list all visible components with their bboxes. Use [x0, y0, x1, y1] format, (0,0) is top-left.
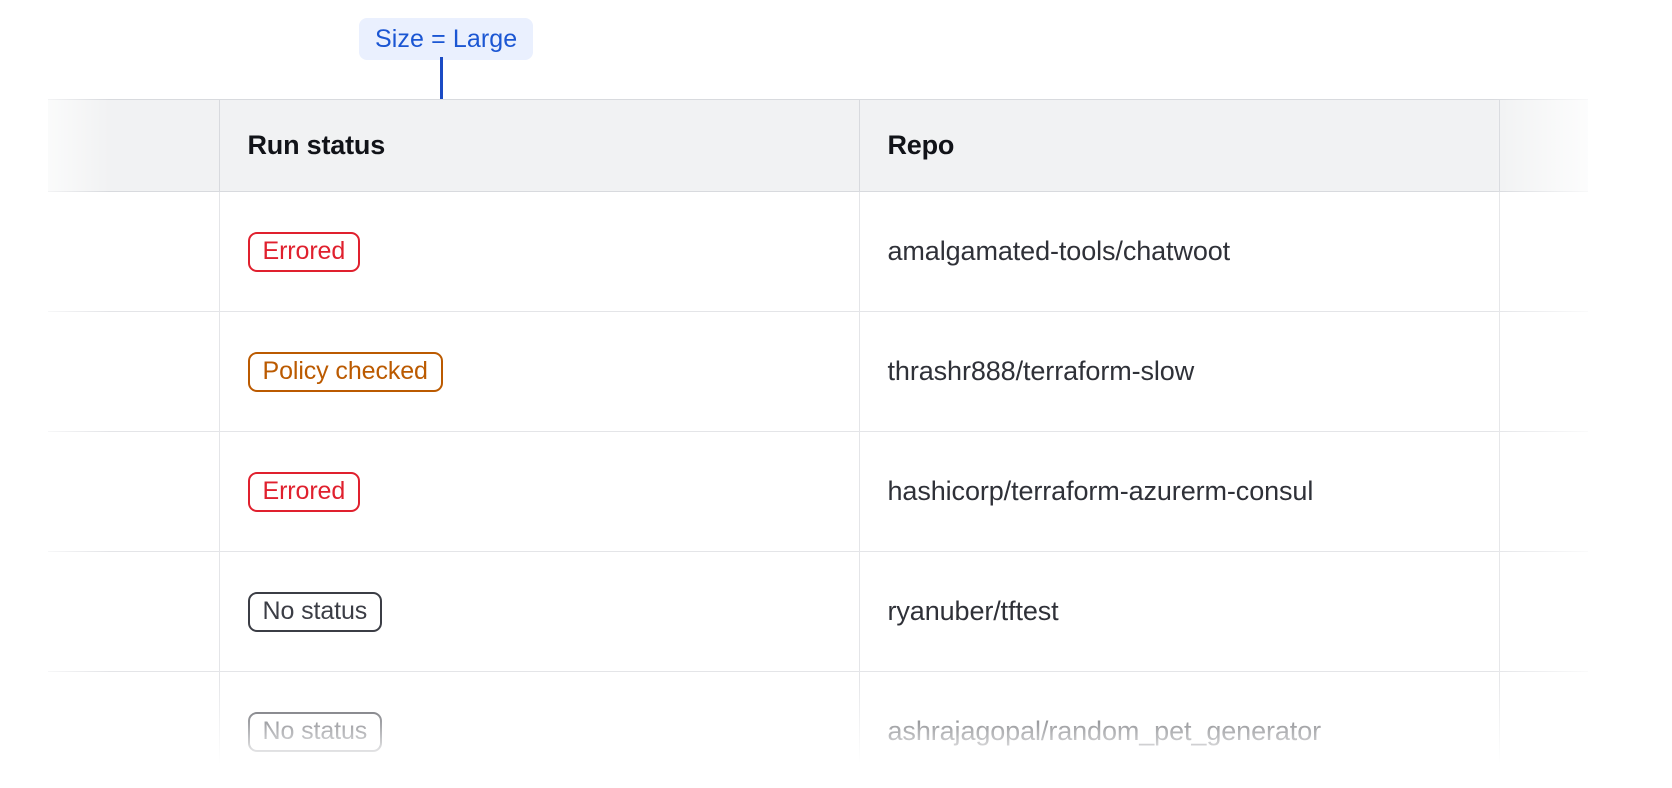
cell-run-status: Errored — [219, 431, 860, 552]
table-row[interactable]: No status ashrajagopal/random_pet_generat… — [48, 671, 1588, 788]
table-header-row: Run status Repo — [48, 99, 1588, 192]
column-header-repo[interactable]: Repo — [859, 99, 1500, 192]
column-header-run-status[interactable]: Run status — [219, 99, 860, 192]
runs-table-container: Run status Repo Errored amalgamated-tools… — [0, 99, 1672, 788]
cell-spacer-left — [48, 671, 220, 788]
cell-spacer-left — [48, 191, 220, 312]
cell-repo: ashrajagopal/random_pet_generator — [859, 671, 1500, 788]
size-annotation-badge: Size = Large — [359, 18, 534, 60]
status-badge: Errored — [247, 471, 361, 512]
cell-spacer-left — [48, 431, 220, 552]
cell-spacer-right — [1499, 311, 1588, 432]
table-row[interactable]: No status ryanuber/tftest — [48, 551, 1588, 672]
cell-run-status: Policy checked — [219, 311, 860, 432]
cell-spacer-right — [1499, 191, 1588, 312]
cell-repo: thrashr888/terraform-slow — [859, 311, 1500, 432]
cell-repo: ryanuber/tftest — [859, 551, 1500, 672]
runs-table: Run status Repo Errored amalgamated-tools… — [48, 99, 1588, 788]
cell-run-status: Errored — [219, 191, 860, 312]
cell-spacer-left — [48, 551, 220, 672]
cell-spacer-right — [1499, 671, 1588, 788]
cell-repo: amalgamated-tools/chatwoot — [859, 191, 1500, 312]
column-header-spacer-left — [48, 99, 220, 192]
cell-repo: hashicorp/terraform-azurerm-consul — [859, 431, 1500, 552]
status-badge: No status — [247, 711, 383, 752]
runs-table-head: Run status Repo — [48, 99, 1588, 192]
cell-spacer-right — [1499, 551, 1588, 672]
table-row[interactable]: Errored hashicorp/terraform-azurerm-consu… — [48, 431, 1588, 552]
size-annotation-label: Size = Large — [375, 24, 518, 53]
table-row[interactable]: Errored amalgamated-tools/chatwoot — [48, 191, 1588, 312]
cell-spacer-left — [48, 311, 220, 432]
cell-spacer-right — [1499, 431, 1588, 552]
column-header-spacer-right — [1499, 99, 1588, 192]
table-row[interactable]: Policy checked thrashr888/terraform-slow — [48, 311, 1588, 432]
status-badge: No status — [247, 591, 383, 632]
cell-run-status: No status — [219, 671, 860, 788]
cell-run-status: No status — [219, 551, 860, 672]
status-badge: Policy checked — [247, 351, 443, 392]
status-badge: Errored — [247, 231, 361, 272]
